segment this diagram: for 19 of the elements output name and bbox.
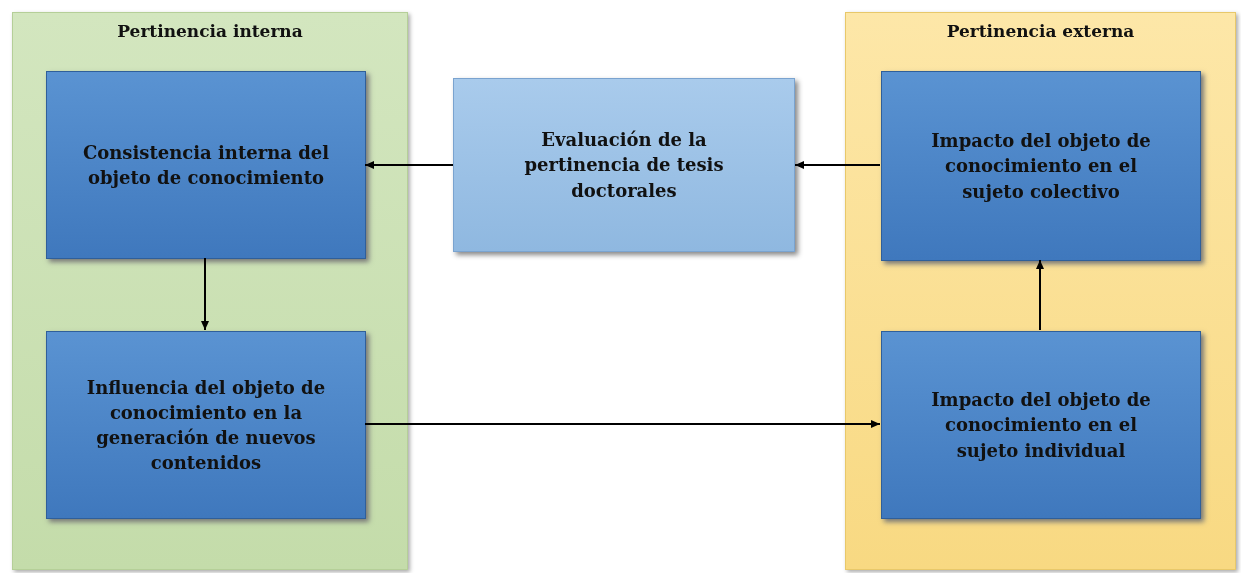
box-text: Impacto del objeto de conocimiento en el sujeto colectivo [930, 129, 1152, 204]
process-box [46, 71, 366, 259]
panel-heading: Pertinencia externa [945, 21, 1136, 41]
arrow [364, 161, 454, 169]
box-text: Impacto del objeto de conocimiento en el sujeto individual [930, 388, 1152, 463]
arrow [364, 420, 881, 428]
box-text: Consistencia interna del objeto de conocimiento [81, 140, 331, 190]
panel-heading: Pertinencia interna [116, 21, 304, 41]
box-text: Evaluación de la pertinencia de tesis doctorales [523, 128, 725, 203]
process-box [46, 331, 366, 519]
box-text: Influencia del objeto de conocimiento en la generación de nuevos contenidos [85, 375, 327, 476]
arrow [1036, 259, 1044, 331]
group-panel [845, 12, 1236, 570]
group-panel [12, 12, 408, 570]
arrow [201, 257, 209, 331]
process-box [453, 78, 795, 252]
arrow [794, 161, 881, 169]
process-box [881, 331, 1201, 519]
process-box [881, 71, 1201, 261]
